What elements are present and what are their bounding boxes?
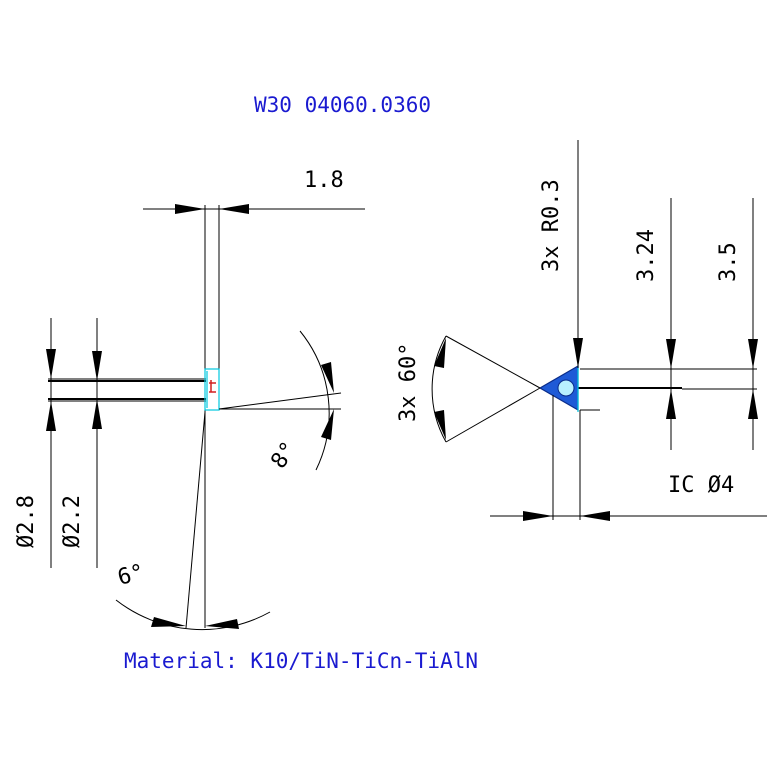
clearance-arrow-bottom — [321, 409, 334, 440]
relief-angle-ray — [185, 411, 206, 629]
height1-arrow-top — [666, 339, 676, 369]
dia-inner-arrow-top — [92, 351, 102, 381]
width-label: 1.8 — [304, 168, 344, 193]
groove-tool-view: 1.8 Ø2.8 Ø2.2 8° 6° — [14, 168, 365, 631]
insert-angle-arc — [431, 335, 447, 443]
angle-ray-top — [445, 335, 541, 389]
ic-arrow-left — [523, 511, 553, 521]
angle-ray-bottom — [445, 387, 541, 443]
insert-angle-arrow-top — [434, 338, 446, 368]
insert-angle-label: 3x 60° — [396, 343, 421, 422]
dia-outer-arrow-top — [46, 349, 56, 379]
clearance-angle-arc — [299, 330, 330, 471]
insert-angle-arrow-bottom — [434, 410, 446, 440]
height1-label: 3.24 — [634, 229, 659, 282]
dia-inner-label: Ø2.2 — [60, 495, 85, 548]
insert-hole — [557, 379, 575, 397]
material-label: Material: K10/TiN-TiCn-TiAlN — [124, 649, 478, 673]
height2-label: 3.5 — [716, 242, 741, 282]
clearance-angle-ray — [218, 392, 342, 410]
cutting-head-outline — [204, 368, 220, 411]
clearance-arrow-top — [321, 362, 334, 393]
part-number: W30 04060.0360 — [254, 93, 431, 117]
relief-arrow-right — [205, 619, 239, 629]
radius-arrow — [573, 338, 583, 368]
relief-angle-label: 6° — [115, 560, 147, 591]
dia-outer-label: Ø2.8 — [14, 495, 39, 548]
dia-outer-arrow-bottom — [46, 401, 56, 431]
ic-arrow-right — [580, 511, 610, 521]
relief-angle-arc — [115, 599, 271, 631]
clearance-angle-label: 8° — [266, 437, 302, 473]
radius-label: 3x R0.3 — [539, 179, 564, 272]
dia-inner-arrow-bottom — [92, 399, 102, 429]
height1-arrow-bottom — [666, 389, 676, 419]
ic-label: IC Ø4 — [668, 473, 734, 498]
edge-marker — [209, 380, 216, 393]
height2-arrow-bottom — [748, 389, 758, 419]
width-arrow-left — [175, 204, 205, 214]
height2-arrow-top — [748, 339, 758, 369]
relief-arrow-left — [151, 617, 186, 627]
width-arrow-right — [219, 204, 249, 214]
insert-view: 3x R0.3 3.24 3.5 3x 60° IC Ø4 — [396, 140, 767, 521]
